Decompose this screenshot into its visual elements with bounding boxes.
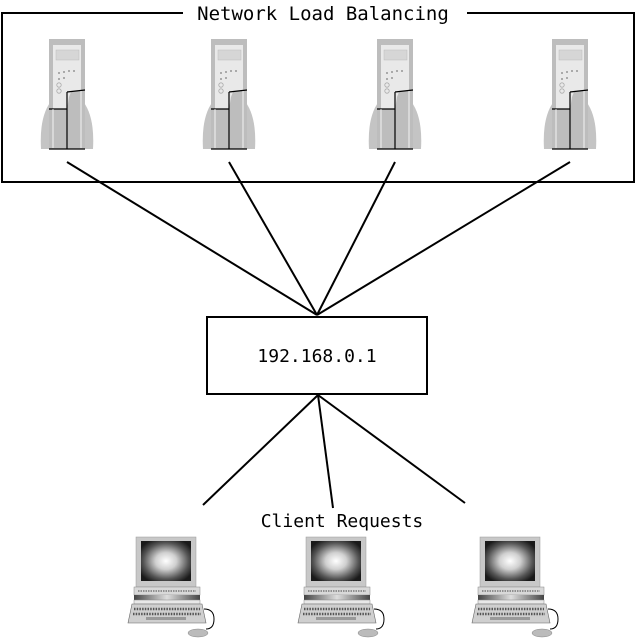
nlb-cluster-box: Network Load Balancing: [1, 3, 635, 183]
server-connections: [66, 161, 571, 316]
server-icon: [543, 38, 597, 150]
cluster-title: Network Load Balancing: [197, 3, 449, 25]
title-knockout: [191, 3, 455, 25]
virtual-ip-box: 192.168.0.1: [206, 316, 428, 395]
virtual-ip-border: [206, 316, 428, 395]
connection-line: [316, 161, 396, 316]
server-icon: [368, 38, 422, 150]
computer-icon: [126, 535, 216, 639]
server-icon: [202, 38, 256, 150]
client-connections: [202, 394, 466, 509]
connection-line: [317, 394, 334, 509]
cluster-border: [1, 12, 635, 183]
computer-icon: [296, 535, 386, 639]
server-icon: [40, 38, 94, 150]
virtual-ip-label: 192.168.0.1: [257, 346, 376, 367]
connection-line: [66, 161, 318, 316]
connection-line: [316, 161, 571, 316]
computer-icon: [470, 535, 560, 639]
connection-line: [228, 161, 318, 316]
connection-line: [317, 394, 466, 504]
connection-line: [202, 394, 319, 506]
client-requests-label: Client Requests: [261, 511, 424, 532]
